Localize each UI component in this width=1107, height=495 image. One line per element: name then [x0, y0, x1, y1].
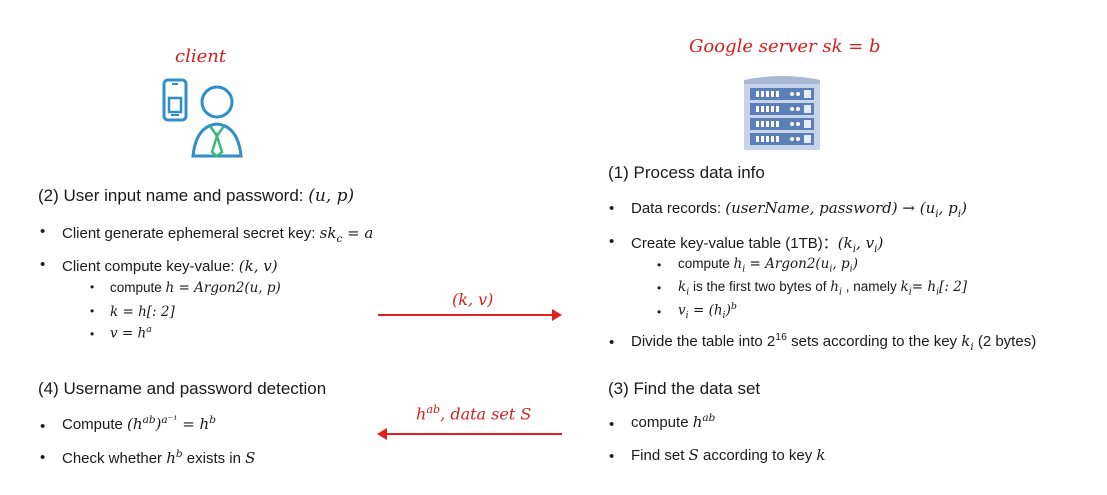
step4-bullet-compute: Compute (hab)a⁻¹ = hb — [62, 414, 216, 433]
arrow-client-to-server — [378, 309, 562, 321]
sub-bullet-dot: • — [657, 305, 662, 319]
step2-sub-v: v = ha — [110, 324, 152, 342]
step1-bullet-key-value-table: Create key-value table (1TB)：(ki, vi) — [631, 234, 884, 255]
step1-sub-vi: vi = (hi)b — [678, 301, 737, 322]
step1-bullet-divide: Divide the table into 216 sets according… — [631, 331, 1037, 353]
bullet-dot: • — [40, 223, 46, 240]
step1-sub-compute-hi: compute hi = Argon2(ui, pi) — [678, 256, 858, 275]
bullet-dot: • — [40, 418, 46, 435]
step2-bullet-key-value: Client compute key-value: (k, v) — [62, 257, 278, 275]
server-icon — [744, 76, 820, 150]
arrow-bottom-label: hab, data set S — [416, 403, 532, 424]
bullet-dot: • — [609, 416, 615, 433]
arrow-server-to-client — [377, 428, 562, 440]
bullet-dot: • — [609, 200, 615, 217]
sub-bullet-dot: • — [90, 280, 95, 294]
bullet-dot: • — [40, 449, 46, 466]
bullet-dot: • — [609, 233, 615, 250]
step3-bullet-compute: compute hab — [631, 412, 716, 431]
step2-heading: (2) User input name and password: (u, p) — [38, 186, 355, 206]
step2-sub-k: k = h[: 2] — [110, 304, 175, 320]
server-label: Google server sk = b — [689, 36, 881, 57]
arrow-top-label: (k, v) — [452, 290, 494, 309]
sub-bullet-dot: • — [657, 258, 662, 272]
step2-sub-compute-h: compute h = Argon2(u, p) — [110, 280, 281, 296]
step3-bullet-find-set: Find set S according to key k — [631, 446, 826, 464]
step1-bullet-data-records: Data records: (userName, password) → (ui… — [631, 199, 967, 220]
bullet-dot: • — [40, 256, 46, 273]
bullet-dot: • — [609, 448, 615, 465]
step2-bullet-ephemeral-key: Client generate ephemeral secret key: sk… — [62, 224, 374, 245]
sub-bullet-dot: • — [657, 281, 662, 295]
step4-heading: (4) Username and password detection — [38, 379, 327, 398]
sub-bullet-dot: • — [90, 327, 95, 341]
client-label: client — [175, 46, 227, 67]
step1-sub-ki: ki is the first two bytes of hi , namely… — [678, 279, 968, 298]
sub-bullet-dot: • — [90, 304, 95, 318]
step4-bullet-check: Check whether hb exists in S — [62, 448, 256, 467]
client-icon — [162, 78, 243, 158]
step1-heading: (1) Process data info — [608, 163, 765, 182]
step3-heading: (3) Find the data set — [608, 379, 761, 398]
bullet-dot: • — [609, 334, 615, 351]
